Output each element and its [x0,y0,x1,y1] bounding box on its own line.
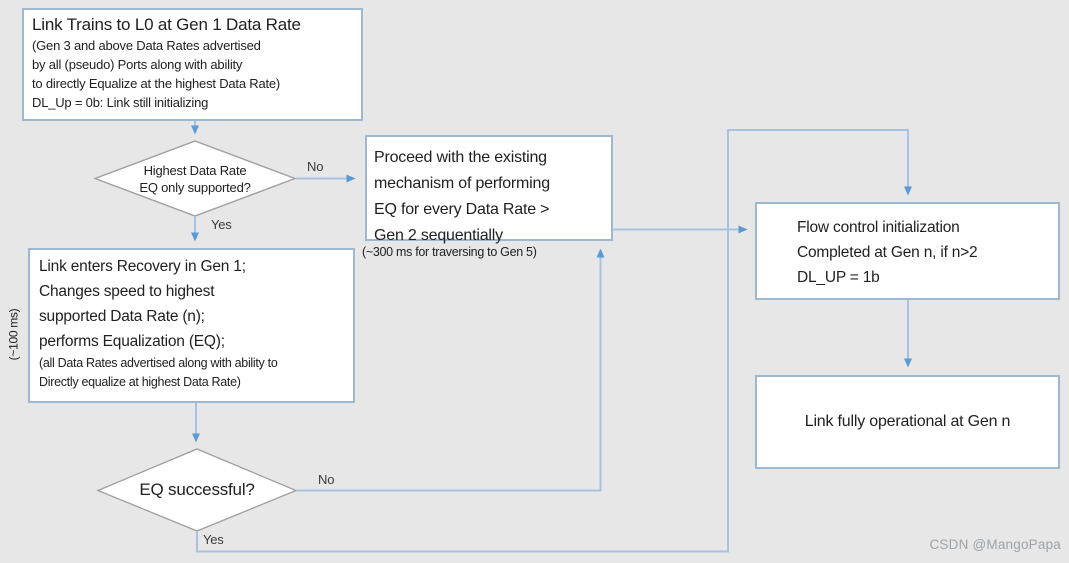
node-proceed-line: Gen 2 sequentially [374,227,503,244]
node-link-trains-line: to directly Equalize at the highest Data… [32,76,281,91]
node-flow-control-init: Flow control initialization Completed at… [755,202,1060,300]
node-link-fully-operational: Link fully operational at Gen n [755,375,1060,469]
node-recovery-line: Changes speed to highest [39,283,215,300]
note-100ms: (~100 ms) [6,308,21,361]
decision-highest-line1: Highest Data Rate [143,163,247,178]
node-link-trains-line: (Gen 3 and above Data Rates advertised [32,38,261,53]
node-proceed-line: mechanism of performing [374,175,550,192]
node-recovery-line: Link enters Recovery in Gen 1; [39,258,246,275]
node-proceed-line: Proceed with the existing [374,149,547,166]
node-link-operational-label: Link fully operational at Gen n [804,413,1011,430]
node-proceed-line: EQ for every Data Rate > [374,201,550,218]
edge-label-eq-no: No [318,472,335,487]
note-300ms: (~300 ms for traversing to Gen 5) [362,245,537,259]
decision-highest-data-rate-text: Highest Data Rate EQ only supported? [110,152,280,206]
decision-highest-line2: EQ only supported? [139,180,251,195]
node-proceed-existing-mechanism: Proceed with the existing mechanism of p… [365,135,613,244]
edge-label-highest-no: No [307,159,324,174]
node-link-enters-recovery: Link enters Recovery in Gen 1; Changes s… [28,248,355,403]
watermark-text: CSDN @MangoPapa [929,537,1061,552]
edge-label-eq-yes: Yes [203,532,224,547]
node-recovery-small-line: Directly equalize at highest Data Rate) [39,375,241,389]
node-flow-control-line: Flow control initialization [797,219,960,236]
edge-label-highest-yes: Yes [211,217,232,232]
node-link-trains: Link Trains to L0 at Gen 1 Data Rate (Ge… [22,8,363,121]
node-link-trains-line: DL_Up = 0b: Link still initializing [32,95,209,110]
node-recovery-line: supported Data Rate (n); [39,308,205,325]
node-link-trains-title: Link Trains to L0 at Gen 1 Data Rate [32,15,301,34]
node-recovery-small-line: (all Data Rates advertised along with ab… [39,356,278,370]
node-flow-control-line: DL_UP = 1b [797,269,880,286]
decision-eq-label: EQ successful? [139,480,255,499]
decision-eq-successful-text: EQ successful? [112,462,282,518]
node-flow-control-line: Completed at Gen n, if n>2 [797,244,978,261]
node-link-trains-line: by all (pseudo) Ports along with ability [32,57,243,72]
node-recovery-line: performs Equalization (EQ); [39,333,225,350]
